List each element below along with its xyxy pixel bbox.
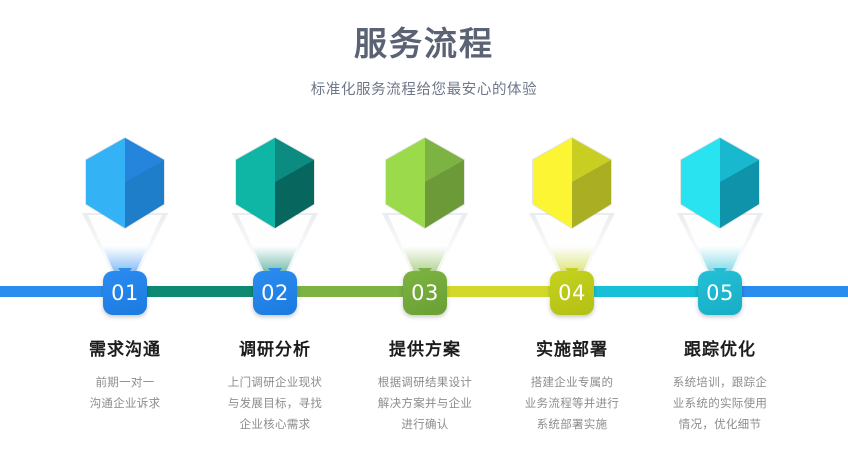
step-description-01: 前期一对一沟通企业诉求 (45, 373, 205, 415)
timeline-segment-01-02 (103, 286, 253, 297)
step-description-05: 系统培训，跟踪企业系统的实际使用情况，优化细节 (640, 373, 800, 436)
step-graphic-03 (345, 135, 505, 291)
page-header: 服务流程 标准化服务流程给您最安心的体验 (0, 0, 848, 99)
step-description-line: 搭建企业专属的 (530, 377, 614, 389)
step-description-line: 前期一对一 (95, 377, 155, 389)
step-badge-04[interactable]: 04 (550, 271, 594, 315)
step-description-line: 上门调研企业现状 (227, 377, 323, 389)
step-description-line: 系统部署实施 (536, 419, 608, 431)
timeline-step-05[interactable]: 跟踪优化 系统培训，跟踪企业系统的实际使用情况，优化细节 (640, 135, 800, 431)
cube-icon (382, 135, 468, 231)
step-badge-05[interactable]: 05 (698, 271, 742, 315)
timeline-segment-start (0, 286, 103, 297)
step-description-line: 根据调研结果设计 (377, 377, 473, 389)
page-subtitle: 标准化服务流程给您最安心的体验 (310, 81, 538, 98)
step-graphic-02 (195, 135, 355, 291)
timeline-step-03[interactable]: 提供方案 根据调研结果设计解决方案并与企业进行确认 (345, 135, 505, 431)
timeline-segment-end (698, 286, 848, 297)
step-description-02: 上门调研企业现状与发展目标，寻找企业核心需求 (195, 373, 355, 436)
funnel-cone-icon (677, 213, 763, 291)
step-badge-03[interactable]: 03 (403, 271, 447, 315)
funnel-cone-icon (529, 213, 615, 291)
step-badge-02[interactable]: 02 (253, 271, 297, 315)
step-description-line: 进行确认 (401, 419, 449, 431)
timeline-step-01[interactable]: 需求沟通 前期一对一沟通企业诉求 (45, 135, 205, 410)
step-graphic-01 (45, 135, 205, 291)
step-description-line: 系统培训，跟踪企 (672, 377, 768, 389)
step-graphic-05 (640, 135, 800, 291)
step-description-line: 与发展目标，寻找 (227, 398, 323, 410)
cube-icon (529, 135, 615, 231)
funnel-cone-icon (382, 213, 468, 291)
step-title-01: 需求沟通 (89, 340, 161, 359)
step-title-04: 实施部署 (536, 340, 608, 359)
timeline-segment-03-04 (403, 286, 550, 297)
cube-icon (677, 135, 763, 231)
step-graphic-04 (492, 135, 652, 291)
step-description-line: 业系统的实际使用 (672, 398, 768, 410)
timeline-step-04[interactable]: 实施部署 搭建企业专属的业务流程等并进行系统部署实施 (492, 135, 652, 431)
step-title-02: 调研分析 (239, 340, 311, 359)
step-description-line: 沟通企业诉求 (89, 398, 161, 410)
timeline-step-02[interactable]: 调研分析 上门调研企业现状与发展目标，寻找企业核心需求 (195, 135, 355, 431)
page-title: 服务流程 (354, 25, 494, 62)
step-title-03: 提供方案 (389, 340, 461, 359)
timeline-segment-04-05 (550, 286, 698, 297)
cube-icon (82, 135, 168, 231)
step-title-05: 跟踪优化 (684, 340, 756, 359)
funnel-cone-icon (232, 213, 318, 291)
step-description-04: 搭建企业专属的业务流程等并进行系统部署实施 (492, 373, 652, 436)
step-badge-01[interactable]: 01 (103, 271, 147, 315)
cube-icon (232, 135, 318, 231)
step-description-line: 企业核心需求 (239, 419, 311, 431)
timeline-segment-02-03 (253, 286, 403, 297)
step-description-line: 业务流程等并进行 (524, 398, 620, 410)
step-description-line: 解决方案并与企业 (377, 398, 473, 410)
funnel-cone-icon (82, 213, 168, 291)
step-description-03: 根据调研结果设计解决方案并与企业进行确认 (345, 373, 505, 436)
timeline-bar (0, 286, 848, 297)
step-description-line: 情况，优化细节 (678, 419, 762, 431)
